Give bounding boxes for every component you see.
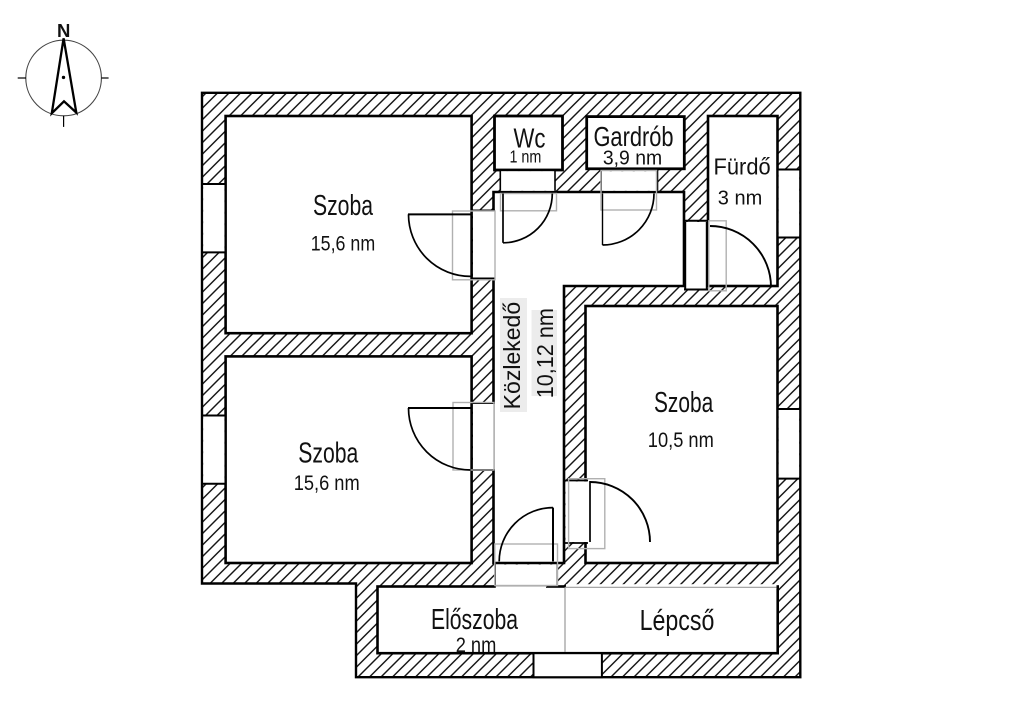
svg-text:Lépcső: Lépcső <box>640 603 715 636</box>
svg-text:3,9 nm: 3,9 nm <box>603 147 662 169</box>
svg-text:2 nm: 2 nm <box>456 634 497 657</box>
svg-text:Szoba: Szoba <box>654 387 714 419</box>
svg-text:Fürdő: Fürdő <box>714 154 771 180</box>
svg-text:Szoba: Szoba <box>298 437 359 469</box>
svg-text:Gardrób: Gardrób <box>593 121 673 152</box>
svg-text:15,6 nm: 15,6 nm <box>311 232 375 256</box>
svg-text:Közlekedő: Közlekedő <box>499 302 525 410</box>
svg-text:1 nm: 1 nm <box>509 148 541 167</box>
svg-text:Előszoba: Előszoba <box>431 604 519 636</box>
svg-text:Szoba: Szoba <box>313 190 374 222</box>
svg-text:10,12 nm: 10,12 nm <box>532 308 558 398</box>
svg-text:3 nm: 3 nm <box>718 188 762 210</box>
svg-text:N: N <box>57 20 70 41</box>
svg-text:15,6 nm: 15,6 nm <box>294 471 360 495</box>
svg-text:Wc: Wc <box>514 123 546 154</box>
svg-text:10,5 nm: 10,5 nm <box>648 429 714 453</box>
